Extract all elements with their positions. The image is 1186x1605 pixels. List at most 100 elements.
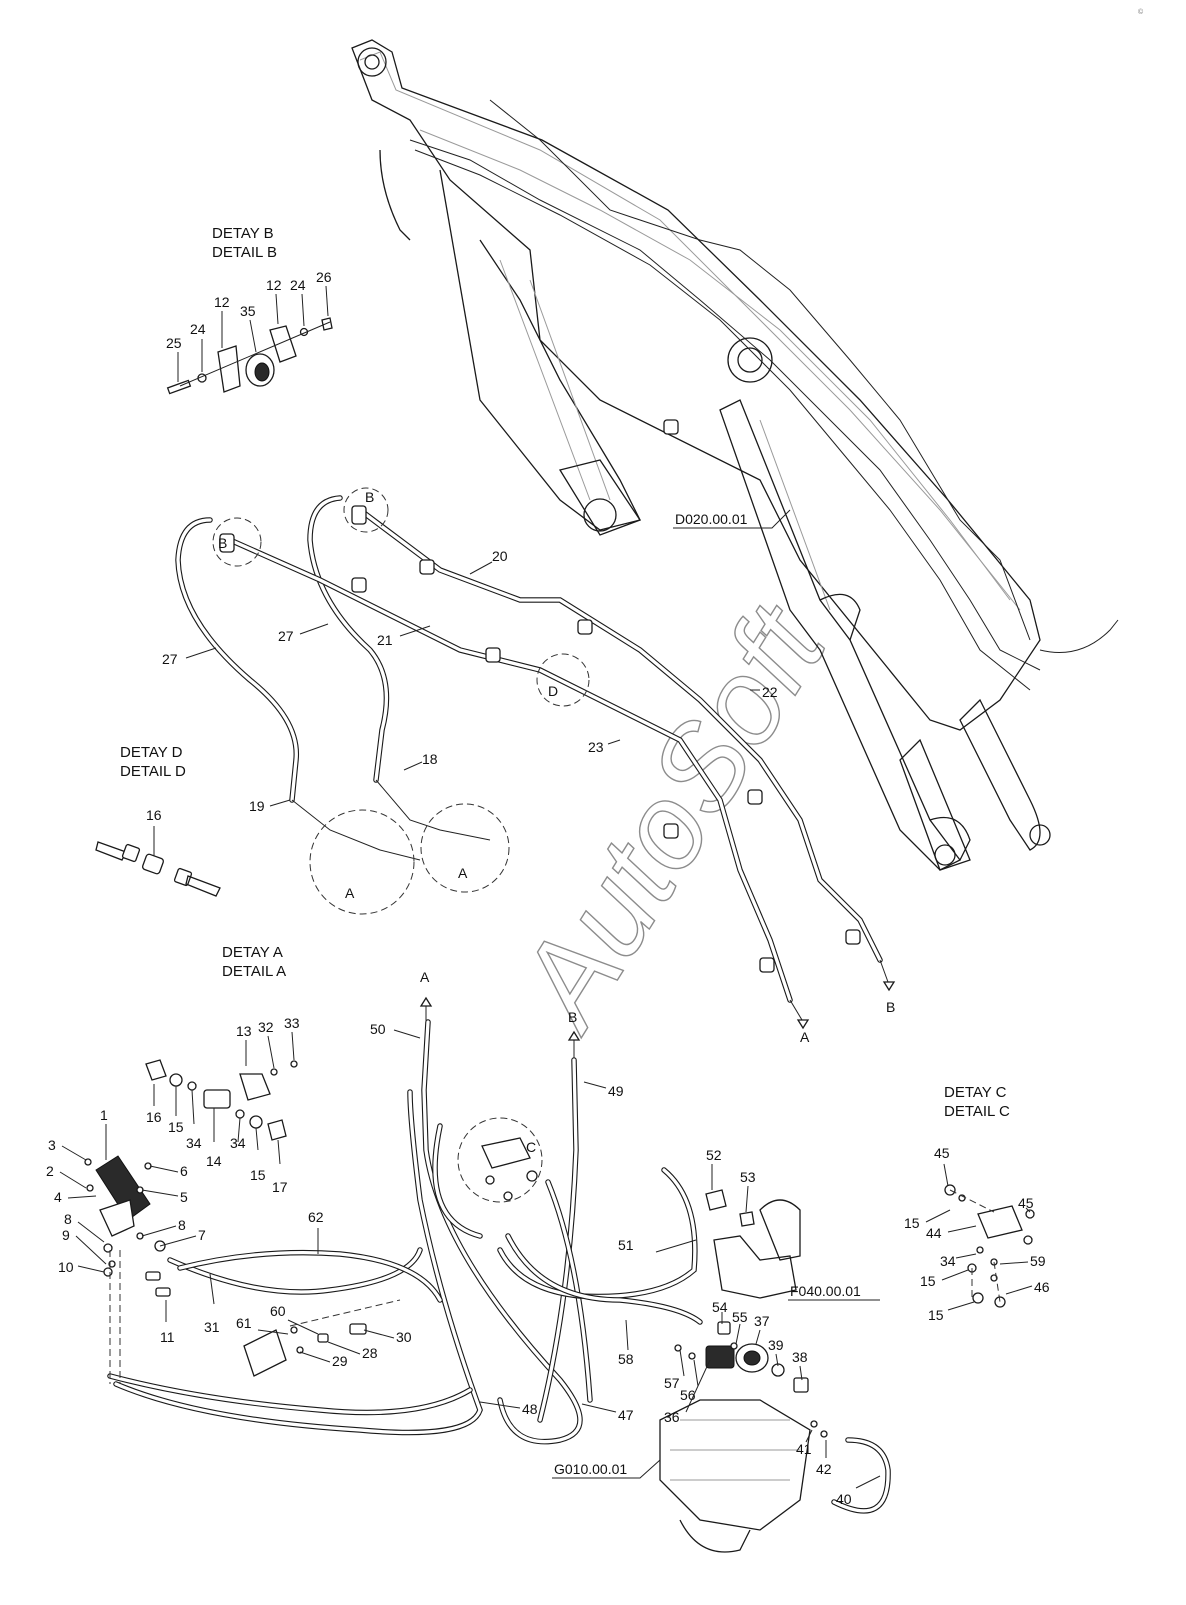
part-label: 24: [290, 277, 306, 293]
part-label: 34: [186, 1135, 202, 1151]
circle-tag: A: [345, 885, 355, 901]
part-label: 26: [316, 269, 332, 285]
part-label: 51: [618, 1237, 634, 1253]
part-label: 57: [664, 1375, 680, 1391]
part-label: 8: [178, 1217, 186, 1233]
circle-tag: A: [458, 865, 468, 881]
part-label: 40: [836, 1491, 852, 1507]
part-label: 46: [1034, 1279, 1050, 1295]
part-label: 4: [54, 1189, 62, 1205]
part-label: 34: [230, 1135, 246, 1151]
circle-tag: B: [218, 535, 227, 551]
circle-tag: B: [365, 489, 374, 505]
part-label: 10: [58, 1259, 74, 1275]
part-label: 18: [422, 751, 438, 767]
corner-mark: ©: [1138, 8, 1144, 16]
part-label: 27: [162, 651, 178, 667]
part-label: 23: [588, 739, 604, 755]
part-label: 60: [270, 1303, 286, 1319]
arrow-tag: B: [568, 1009, 577, 1025]
part-label: 55: [732, 1309, 748, 1325]
arrow-tag: A: [420, 969, 430, 985]
part-label: 48: [522, 1401, 538, 1417]
part-label: 20: [492, 548, 508, 564]
detail-title-tr: DETAY D: [120, 744, 183, 761]
circle-tag: D: [548, 683, 558, 699]
detail-a: DETAY A DETAIL A: [46, 944, 891, 1553]
part-label: 7: [198, 1227, 206, 1243]
detail-c: DETAY C DETAIL C 45 15 44 45 34 59 15 46…: [904, 1084, 1050, 1323]
detail-title-tr: DETAY C: [944, 1084, 1007, 1101]
part-label: 15: [168, 1119, 184, 1135]
arrow-tag: A: [800, 1029, 810, 1045]
boom-assembly: D020.00.01: [351, 39, 1119, 871]
part-label: 21: [377, 632, 393, 648]
part-label: 28: [362, 1345, 378, 1361]
part-label: 37: [754, 1313, 770, 1329]
part-label: 58: [618, 1351, 634, 1367]
part-label: 38: [792, 1349, 808, 1365]
part-label: 53: [740, 1169, 756, 1185]
part-label: 44: [926, 1225, 942, 1241]
part-label: 49: [608, 1083, 624, 1099]
part-label: 47: [618, 1407, 634, 1423]
detail-title-en: DETAIL D: [120, 763, 186, 780]
part-label: 39: [768, 1337, 784, 1353]
part-label: 5: [180, 1189, 188, 1205]
detail-b: DETAY B DETAIL B 25 24 12 35 12 24 26: [166, 225, 333, 395]
part-label: 36: [664, 1409, 680, 1425]
pilot-line-routing: B B D A A A B 20 21 27 27 22 23 18 19: [162, 419, 895, 1045]
part-label: 11: [160, 1329, 175, 1345]
part-label: 1: [100, 1107, 108, 1123]
part-label: 6: [180, 1163, 188, 1179]
part-label: 62: [308, 1209, 324, 1225]
part-label: 15: [904, 1215, 920, 1231]
part-label: 16: [146, 807, 162, 823]
detail-title-tr: DETAY B: [212, 225, 274, 242]
arrow-tag: B: [886, 999, 895, 1015]
part-label: 30: [396, 1329, 412, 1345]
part-label: 25: [166, 335, 182, 351]
part-label: 59: [1030, 1253, 1046, 1269]
part-label: 45: [934, 1145, 950, 1161]
reference-label: G010.00.01: [554, 1461, 627, 1477]
part-label: 31: [204, 1319, 220, 1335]
part-label: 24: [190, 321, 206, 337]
part-label: 12: [214, 294, 230, 310]
part-label: 16: [146, 1109, 162, 1125]
part-label: 50: [370, 1021, 386, 1037]
part-label: 15: [920, 1273, 936, 1289]
detail-title-tr: DETAY A: [222, 944, 283, 961]
part-label: 34: [940, 1253, 956, 1269]
part-label: 3: [48, 1137, 56, 1153]
detail-d: DETAY D DETAIL D 16: [95, 744, 221, 897]
part-label: 17: [272, 1179, 288, 1195]
part-label: 19: [249, 798, 265, 814]
part-label: 14: [206, 1153, 222, 1169]
part-label: 41: [796, 1441, 812, 1457]
part-label: 33: [284, 1015, 300, 1031]
part-label: 15: [250, 1167, 266, 1183]
circle-tag: C: [526, 1139, 536, 1155]
part-label: 22: [762, 684, 778, 700]
part-label: 8: [64, 1211, 72, 1227]
reference-label: D020.00.01: [675, 511, 748, 527]
part-label: 9: [62, 1227, 70, 1243]
part-label: 54: [712, 1299, 728, 1315]
reference-label: F040.00.01: [790, 1283, 861, 1299]
part-label: 2: [46, 1163, 54, 1179]
part-label: 29: [332, 1353, 348, 1369]
detail-title-en: DETAIL B: [212, 244, 277, 261]
part-label: 35: [240, 303, 256, 319]
detail-title-en: DETAIL A: [222, 963, 286, 980]
part-label: 13: [236, 1023, 252, 1039]
part-label: 12: [266, 277, 282, 293]
part-label: 61: [236, 1315, 252, 1331]
part-label: 42: [816, 1461, 832, 1477]
part-label: 52: [706, 1147, 722, 1163]
part-label: 32: [258, 1019, 274, 1035]
part-label: 45: [1018, 1195, 1034, 1211]
detail-title-en: DETAIL C: [944, 1103, 1010, 1120]
